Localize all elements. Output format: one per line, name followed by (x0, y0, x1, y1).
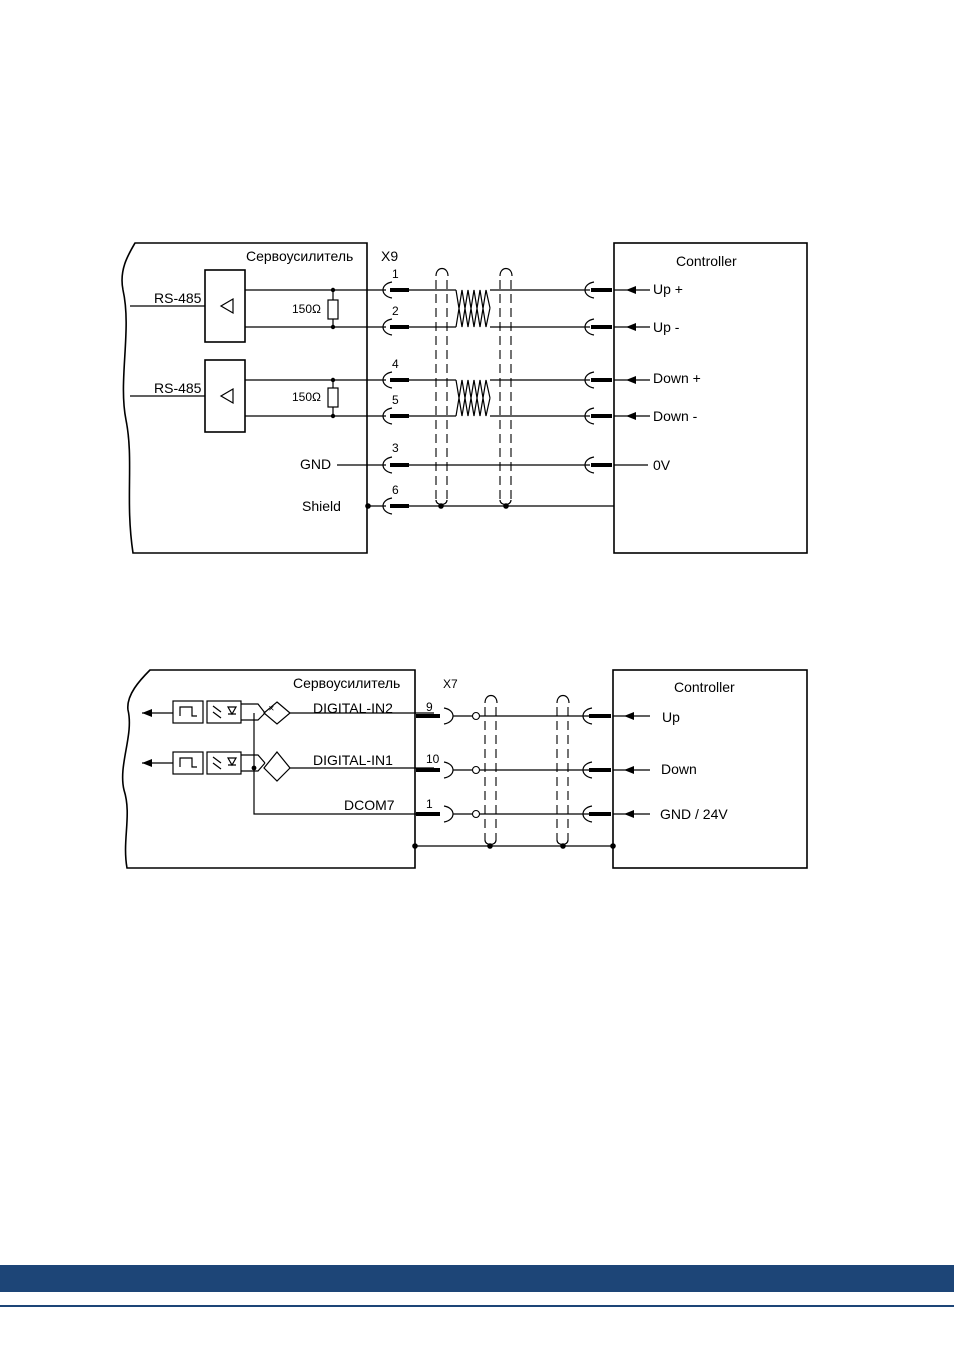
bridge-rectifier-icon: ⨯ (264, 702, 290, 724)
optocoupler-icon (142, 752, 265, 774)
svg-text:⨯: ⨯ (268, 704, 275, 713)
controller-label: Controller (676, 253, 737, 269)
signal-label: Down + (653, 370, 701, 386)
input-label: DCOM7 (344, 797, 395, 813)
signal-label: Down (661, 761, 697, 777)
pin-label: 2 (392, 304, 399, 318)
footer-line (0, 1305, 954, 1307)
comparator-icon (221, 389, 233, 403)
input-label: DIGITAL-IN1 (313, 752, 393, 768)
pin-label: 5 (392, 393, 399, 407)
twisted-pair-icon (456, 290, 490, 327)
gnd-label: GND (300, 456, 331, 472)
footer-bar (0, 1265, 954, 1292)
comparator-icon (221, 299, 233, 313)
connector-controller (583, 708, 611, 822)
controller-label: Controller (674, 679, 735, 695)
digital-input-diagram: Сервоусилитель Controller X7 ⨯ (123, 670, 807, 868)
pin-label: 1 (426, 797, 433, 811)
resistor-label-top: 150Ω (292, 302, 321, 316)
signal-label: GND / 24V (660, 806, 728, 822)
rs485-label-bottom: RS-485 (154, 380, 202, 396)
pin-label: 6 (392, 483, 399, 497)
resistor-label-bottom: 150Ω (292, 390, 321, 404)
signal-label: 0V (653, 457, 671, 473)
rs485-block-bottom (205, 360, 245, 432)
rs485-diagram: Сервоусилитель Controller X9 RS-485 RS-4… (122, 243, 807, 553)
twisted-pair-icon (456, 380, 490, 416)
pin-label: 4 (392, 357, 399, 371)
amplifier-label: Сервоусилитель (246, 248, 353, 264)
bridge-rectifier-icon (264, 752, 290, 781)
shield-label: Shield (302, 498, 341, 514)
input-label: DIGITAL-IN2 (313, 700, 393, 716)
signal-label: Up + (653, 281, 683, 297)
connector-label: X7 (443, 677, 458, 691)
rs485-block-top (205, 270, 245, 342)
cable-shield (436, 269, 512, 509)
pin-label: 3 (392, 441, 399, 455)
connector-label: X9 (381, 248, 398, 264)
signal-label: Up (662, 709, 680, 725)
signal-label: Up - (653, 319, 680, 335)
pin-label: 10 (426, 752, 440, 766)
resistor-icon (328, 300, 338, 319)
rs485-label-top: RS-485 (154, 290, 202, 306)
signal-label: Down - (653, 408, 698, 424)
resistor-icon (328, 388, 338, 407)
controller-box (613, 670, 807, 868)
optocoupler-icon (142, 701, 265, 723)
pin-label: 1 (392, 267, 399, 281)
cable-shield (485, 696, 569, 849)
amplifier-label: Сервоусилитель (293, 675, 400, 691)
pin-label: 9 (426, 700, 433, 714)
connector-controller (585, 282, 612, 473)
